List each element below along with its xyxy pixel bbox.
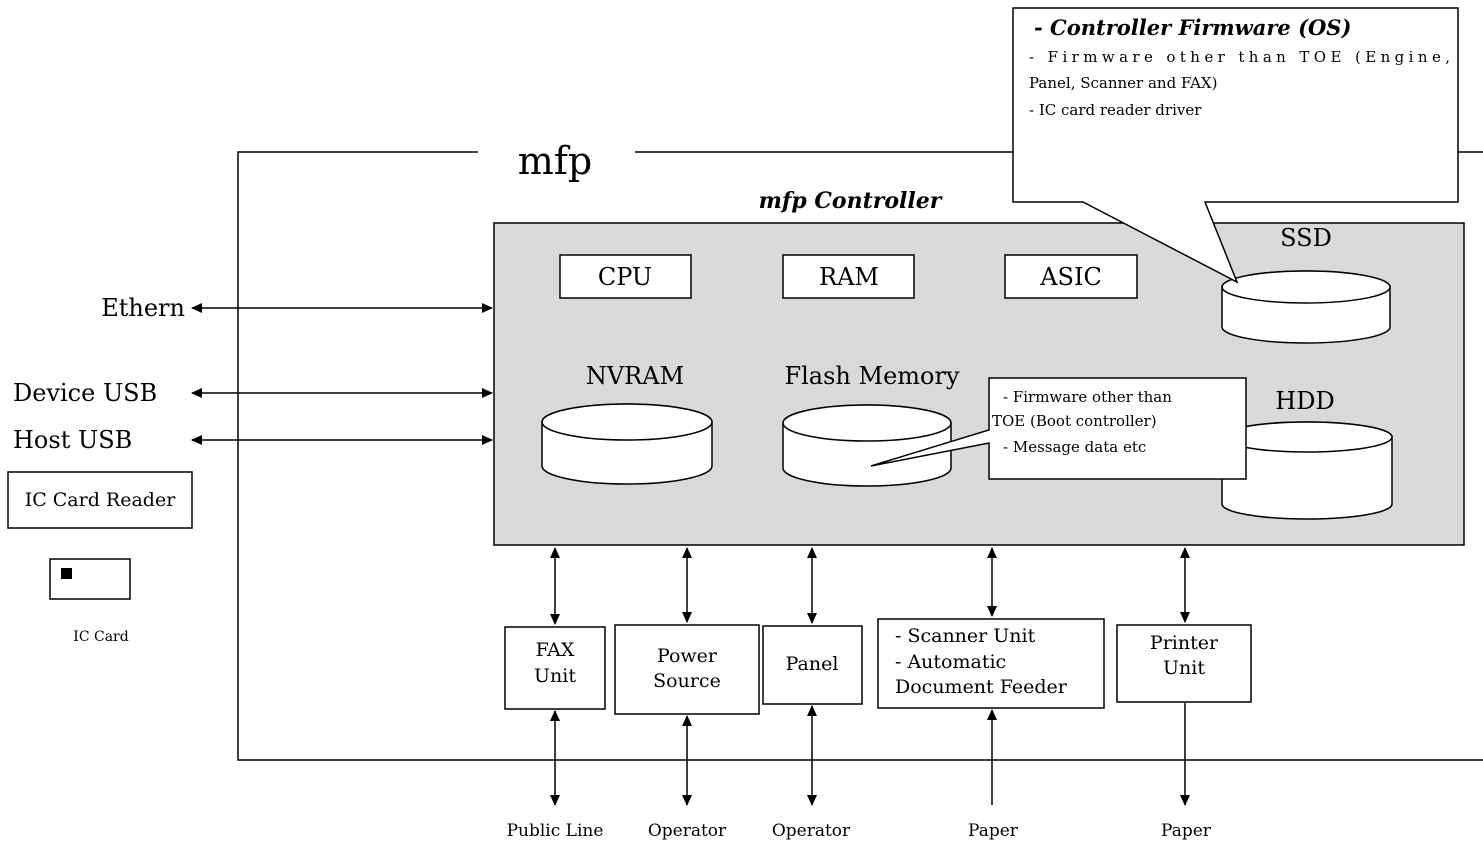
cpu-box — [559, 254, 692, 299]
ic-card-label: IC Card — [73, 629, 128, 645]
ic-card-reader-label: IC Card Reader — [25, 489, 177, 511]
paper-label-1: Paper — [968, 821, 1019, 841]
nvram-cylinder — [541, 403, 713, 485]
flash-callout-line2: - Message data etc — [1003, 438, 1146, 456]
operator-label-2: Operator — [772, 821, 851, 841]
nvram-label: NVRAM — [586, 362, 684, 390]
mfp-boundary — [237, 151, 1483, 761]
power-source-box — [614, 624, 760, 715]
printer-unit-line1: Printer — [1150, 632, 1219, 654]
ram-label: RAM — [819, 263, 879, 291]
flash-memory-label: Flash Memory — [784, 362, 959, 390]
ic-card-reader-box — [7, 471, 193, 529]
flash-callout — [870, 377, 1247, 480]
power-source-line2: Source — [653, 670, 721, 692]
scanner-unit-box — [877, 618, 1105, 709]
callout-line2: - IC card reader driver — [1029, 101, 1202, 119]
hdd-cylinder — [1221, 421, 1393, 520]
scanner-line1: - Scanner Unit — [895, 625, 1036, 647]
callout-line1a: - Firmware other than TOE (Engine, — [1029, 48, 1450, 66]
ethern-label: Ethern — [101, 294, 185, 322]
cpu-label: CPU — [598, 263, 652, 291]
flash-callout-line1a: - Firmware other than — [1003, 388, 1172, 406]
mfp-title: mfp — [518, 139, 592, 183]
asic-box — [1004, 254, 1138, 299]
operator-label-1: Operator — [648, 821, 727, 841]
paper-label-2: Paper — [1161, 821, 1212, 841]
callout-line1b: Panel, Scanner and FAX) — [1029, 74, 1217, 92]
scanner-line3: Document Feeder — [895, 676, 1068, 698]
fax-unit-box — [504, 626, 606, 710]
asic-label: ASIC — [1039, 263, 1102, 291]
scanner-line2: - Automatic — [895, 651, 1006, 673]
public-line-label: Public Line — [507, 821, 604, 841]
host-usb-label: Host USB — [13, 426, 132, 454]
controller-firmware-callout — [1012, 7, 1459, 284]
printer-unit-box — [1116, 624, 1252, 703]
panel-box — [762, 625, 863, 705]
fax-unit-line1: FAX — [536, 639, 575, 661]
fax-unit-line2: Unit — [534, 665, 576, 687]
ic-card-chip-icon — [61, 568, 72, 579]
ssd-label: SSD — [1280, 224, 1332, 252]
hdd-label: HDD — [1275, 387, 1334, 415]
callout-title: - Controller Firmware (OS) — [1034, 15, 1351, 40]
power-source-line1: Power — [657, 645, 718, 667]
panel-label: Panel — [786, 653, 839, 675]
controller-title: mfp Controller — [759, 188, 943, 214]
printer-unit-line2: Unit — [1163, 657, 1205, 679]
flash-callout-line1b: TOE (Boot controller) — [992, 412, 1157, 430]
ram-box — [782, 254, 915, 299]
flash-memory-cylinder — [782, 404, 952, 487]
device-usb-label: Device USB — [13, 379, 157, 407]
ssd-cylinder — [1221, 270, 1391, 344]
